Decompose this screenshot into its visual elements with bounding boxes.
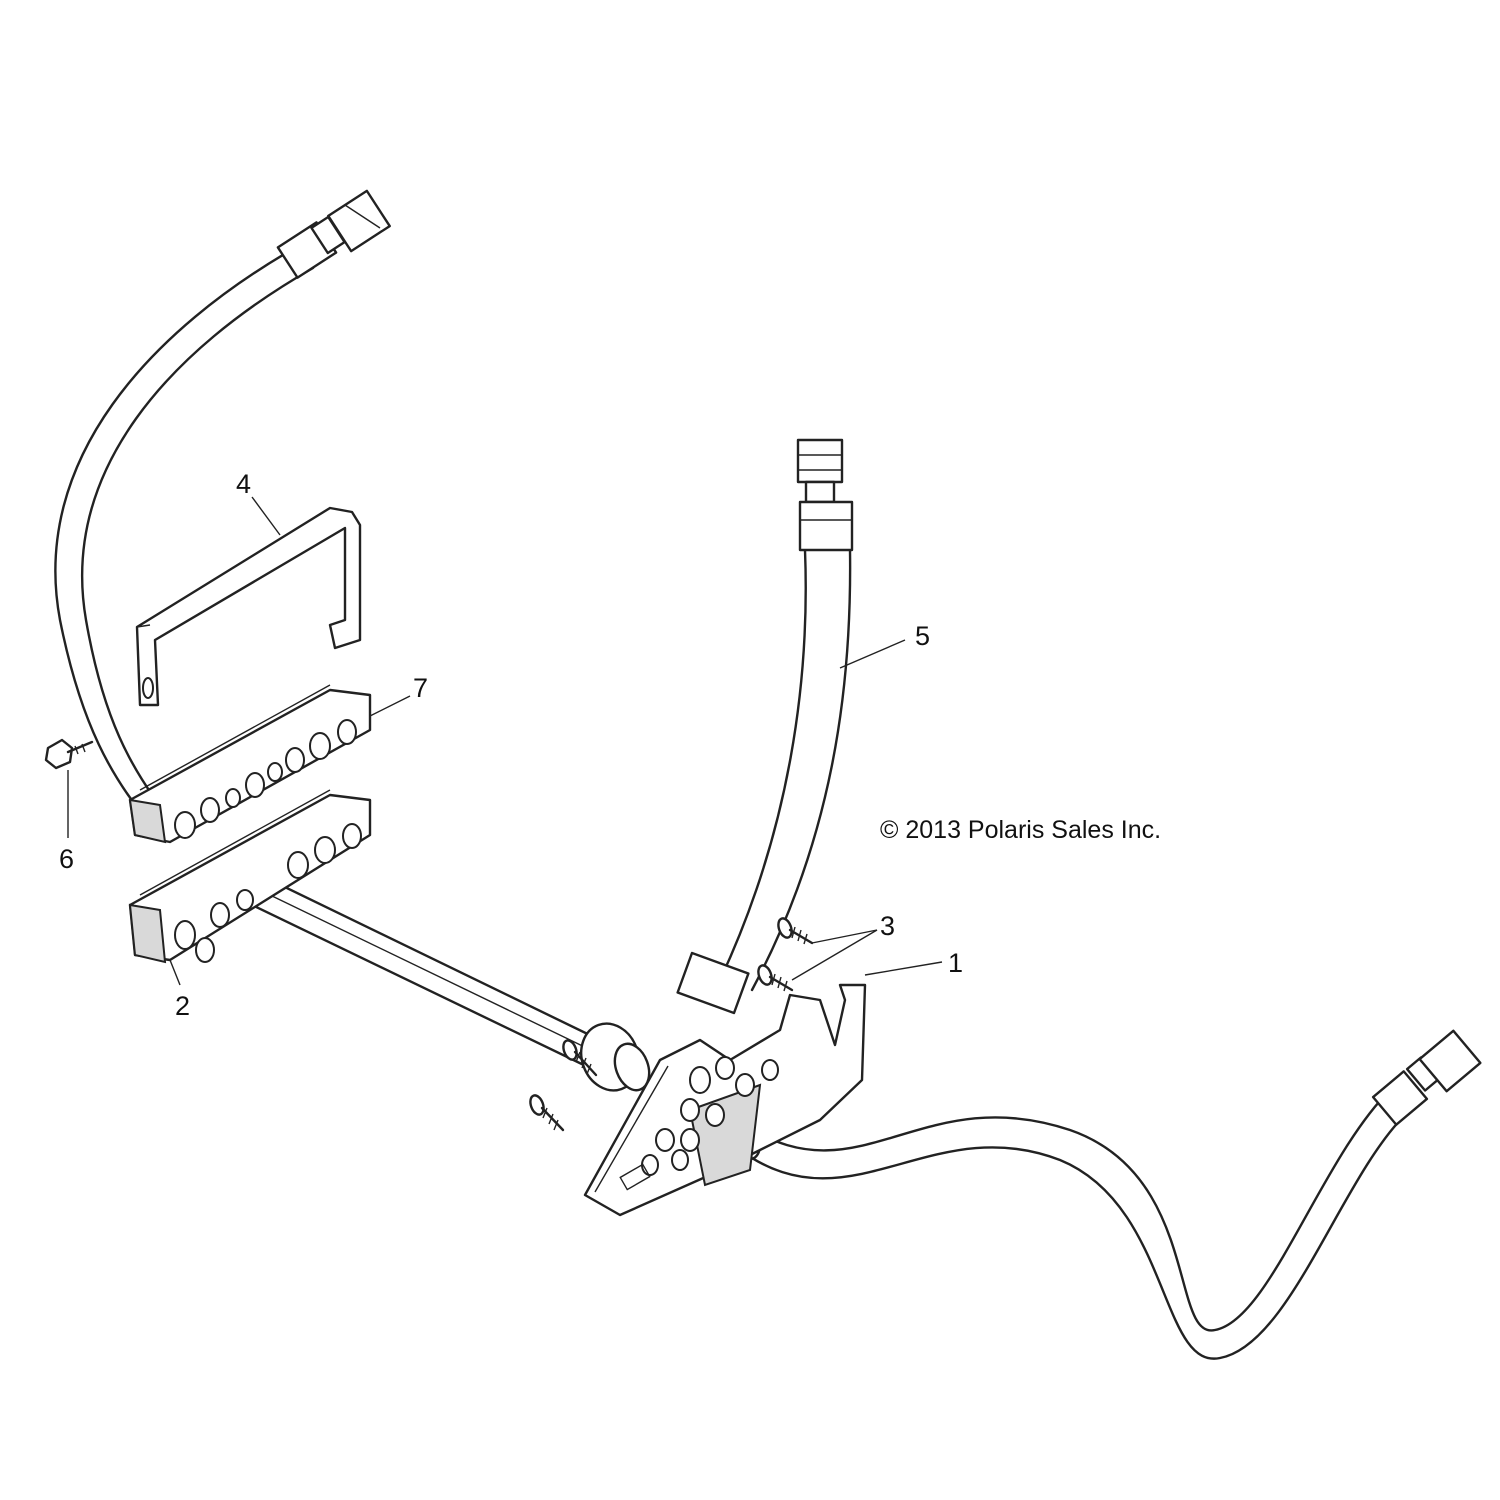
screw-bottom — [529, 1094, 565, 1132]
leader-lines — [67, 496, 943, 986]
copyright-notice: © 2013 Polaris Sales Inc. — [880, 816, 1161, 844]
callout-7: 7 — [413, 673, 428, 703]
bolt-part-6 — [44, 738, 94, 770]
line-fitting-right — [1371, 1029, 1482, 1126]
callout-3: 3 — [880, 911, 895, 941]
brake-line-left — [54, 189, 391, 837]
callout-4: 4 — [236, 469, 251, 499]
callout-5: 5 — [915, 621, 930, 651]
line-fitting-top-center — [796, 438, 854, 552]
brake-line-center — [250, 873, 651, 1092]
grommet-part-2 — [128, 789, 372, 964]
callout-2: 2 — [175, 991, 190, 1021]
screw-lower — [757, 964, 794, 992]
screws-part-3 — [529, 917, 814, 1132]
line-fitting-top-left — [276, 189, 391, 279]
grommet-part-7 — [128, 684, 372, 844]
screw-center — [562, 1039, 598, 1077]
bracket-holes — [641, 1056, 779, 1176]
screw-upper — [777, 917, 814, 945]
line-fitting-center — [580, 1022, 651, 1092]
retaining-clip-part-4 — [135, 506, 362, 707]
brake-line-part-5 — [676, 438, 854, 1015]
mounting-bracket-part-1 — [583, 983, 867, 1217]
callout-1: 1 — [948, 948, 963, 978]
callout-6: 6 — [59, 844, 74, 874]
